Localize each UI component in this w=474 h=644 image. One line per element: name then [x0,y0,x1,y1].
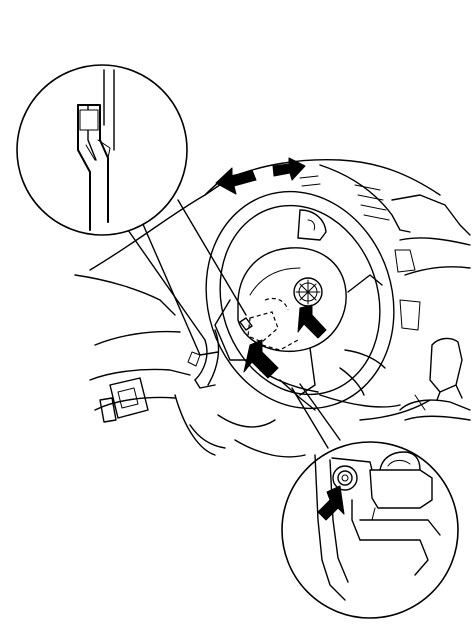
push-arrow-center [243,339,279,379]
dashboard [74,158,471,458]
upper-left-detail [16,64,247,356]
slide-left-arrow [215,167,257,195]
steering-wheel [187,190,395,411]
screw-arrow [317,485,345,521]
push-arrow-right [297,304,327,339]
slide-right-arrow [272,157,306,181]
lower-right-detail [281,383,459,619]
